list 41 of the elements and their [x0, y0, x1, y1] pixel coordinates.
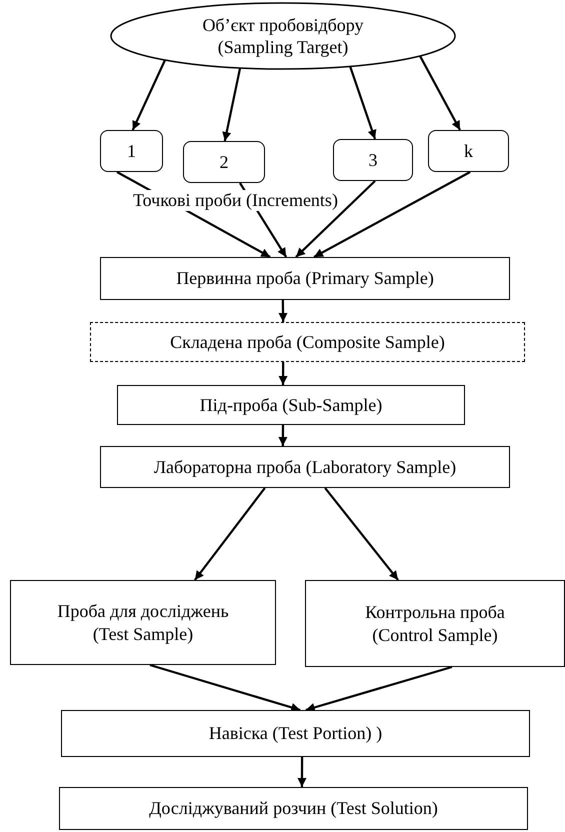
increment-box — [100, 130, 163, 172]
arrow — [194, 487, 266, 581]
node-label: 1 — [127, 140, 136, 162]
arrow — [419, 55, 461, 131]
process-box — [305, 580, 565, 667]
arrow — [150, 664, 300, 712]
node-label: Лабораторна проба (Laboratory Sample) — [154, 456, 456, 478]
process-box — [61, 710, 530, 757]
arrow — [222, 68, 242, 142]
node-label: Досліджуваний розчин (Test Solution) — [149, 797, 438, 820]
process-box — [10, 580, 276, 665]
arrow — [278, 300, 288, 322]
target-ellipse — [110, 2, 456, 70]
process-box — [59, 787, 528, 830]
node-label: 2 — [220, 150, 228, 174]
group-label: Точкові проби (Increments) — [131, 190, 340, 211]
process-box — [100, 446, 510, 488]
node-label: Навіска (Test Portion) ) — [208, 722, 382, 745]
node-label: Проба для досліджень (Test Sample) — [56, 600, 230, 645]
arrow — [278, 425, 288, 446]
increment-box — [183, 141, 265, 183]
arrow — [278, 362, 288, 385]
increment-box — [428, 130, 509, 172]
arrow — [314, 171, 471, 258]
node-label: k — [464, 140, 473, 162]
process-box — [100, 257, 510, 300]
arrow — [349, 66, 376, 140]
process-box — [117, 385, 465, 425]
arrow — [132, 60, 166, 130]
node-label: Складена проба (Composite Sample) — [170, 330, 445, 354]
arrow — [306, 666, 452, 712]
arrow — [324, 487, 399, 581]
node-label: Первинна проба (Primary Sample) — [176, 267, 434, 290]
node-label: Об’єкт пробовідбору (Sampling Target) — [201, 14, 365, 58]
node-label: Під-проба (Sub-Sample) — [200, 394, 382, 416]
node-label: 3 — [368, 148, 378, 172]
arrow — [297, 757, 306, 787]
increment-box — [333, 139, 413, 181]
optional-process-box — [90, 322, 525, 362]
arrow — [295, 180, 376, 258]
node-label: Контрольна проба (Control Sample) — [364, 601, 506, 646]
